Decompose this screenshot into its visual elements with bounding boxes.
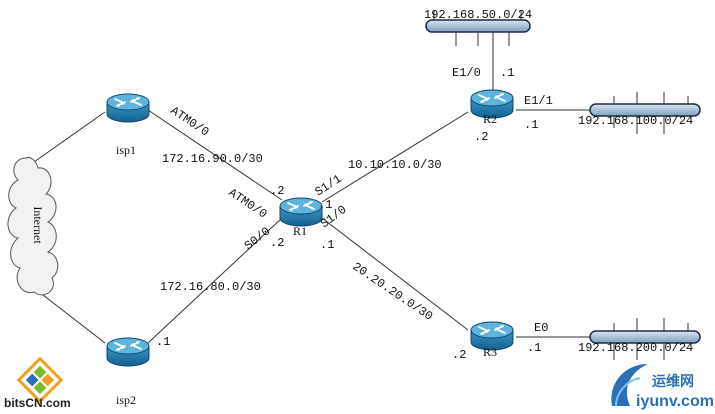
iface-r3-e0: E0 [534, 321, 548, 335]
link-isp2-cloud [33, 287, 106, 344]
iface-r2-e11: E1/1 [524, 94, 553, 108]
internet-cloud: Internet [7, 157, 59, 296]
iyunv-cn-text: 运维网 [652, 373, 694, 389]
router-isp1-label: isp1 [116, 143, 136, 157]
router-isp1 [106, 93, 150, 123]
link-isp1-r1 [147, 109, 283, 201]
link-isp1-cloud [33, 111, 106, 163]
lan-segment-top: 192.168.50.0/24 [424, 8, 532, 46]
host-r1-atm: .2 [270, 184, 284, 198]
lan-segment-right: 192.168.100.0/24 [578, 92, 701, 134]
host-r3-e0: .1 [527, 341, 541, 355]
host-r2-e10: .1 [500, 66, 514, 80]
host-r2-e11: .1 [524, 118, 538, 132]
link-r1-r3 [321, 217, 469, 331]
router-r2-label: R2 [483, 112, 497, 126]
bitscn-watermark: bitsCN.com [4, 356, 71, 410]
router-isp2 [106, 337, 150, 367]
router-r3-label: R3 [483, 345, 497, 359]
lan-right-label: 192.168.100.0/24 [578, 114, 693, 128]
cloud-label: Internet [31, 206, 45, 244]
iyunv-watermark: 运维网 iyunv.com [611, 364, 714, 410]
iyunv-url-text: iyunv.com [636, 393, 714, 410]
host-r1-s10: .1 [320, 238, 334, 252]
router-isp2-label: isp2 [116, 393, 136, 407]
iface-r2-e10: E1/0 [452, 66, 481, 80]
links [33, 32, 590, 344]
bitscn-text: bitsCN.com [4, 396, 71, 410]
link-isp2-r1-label: 172.16.80.0/30 [160, 280, 261, 294]
link-r1-r2 [321, 111, 469, 203]
router-r1-label: R1 [293, 224, 307, 238]
link-r1-r2-label: 10.10.10.0/30 [348, 158, 442, 172]
lan-r3-label: 192.168.200.0/24 [578, 341, 693, 355]
link-isp2-r1 [147, 217, 283, 344]
host-isp2: .1 [156, 335, 170, 349]
link-isp1-r1-label: 172.16.90.0/30 [162, 152, 263, 166]
host-r1-s00: .2 [270, 236, 284, 250]
lan-segment-r3: 192.168.200.0/24 [578, 318, 701, 360]
lan-top-label: 192.168.50.0/24 [424, 8, 532, 22]
iface-r1-s00: S0/0 [242, 224, 273, 253]
host-r1-s11: .1 [318, 198, 332, 212]
bitscn-logo-icon [16, 356, 64, 404]
host-r2-s: .2 [474, 130, 488, 144]
router-r1 [279, 197, 323, 227]
iyunv-logo-icon [611, 364, 648, 406]
link-r1-r3-label: 20.20.20.0/30 [350, 260, 435, 324]
host-r3-s: .2 [452, 348, 466, 362]
iface-r1-atm: ATM0/0 [226, 186, 270, 222]
iface-isp1-atm: ATM0/0 [168, 104, 212, 140]
iface-r1-s11: S1/1 [313, 172, 345, 199]
